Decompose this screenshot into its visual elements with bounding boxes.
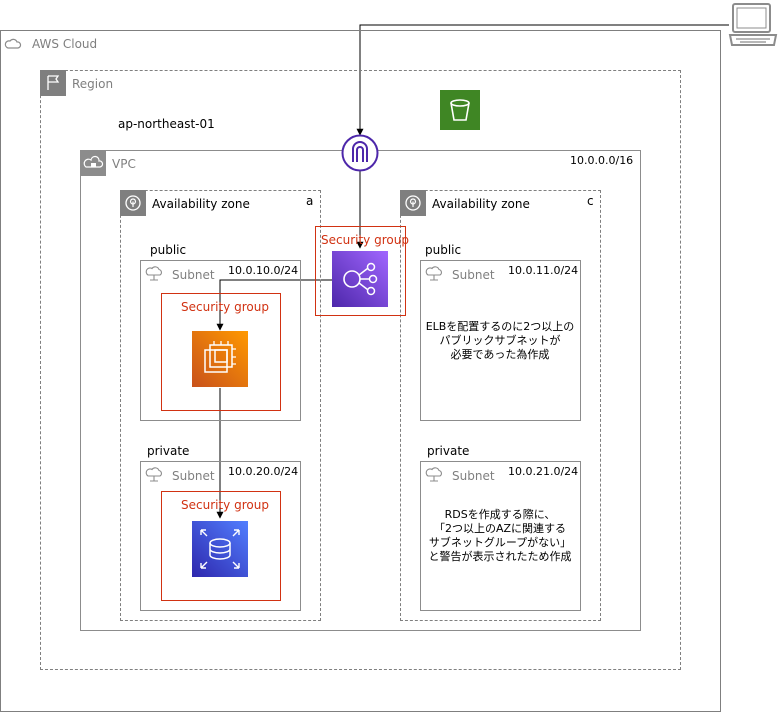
az-c-label: Availability zone: [432, 197, 530, 211]
vpc-cidr: 10.0.0.0/16: [570, 154, 634, 167]
private-a-tier-label: private: [147, 444, 190, 458]
private-c-tier-label: private: [427, 444, 470, 458]
vpc-label: VPC: [112, 157, 136, 171]
region-group: [40, 70, 681, 670]
az-a-suffix: a: [306, 194, 314, 208]
aws-cloud-label: AWS Cloud: [32, 37, 98, 51]
subnet-private-c: [420, 461, 581, 611]
vpc-lock-icon: [80, 150, 106, 176]
public-c-tier-label: public: [425, 243, 462, 257]
subnet-public-c-cidr: 10.0.11.0/24: [508, 264, 579, 277]
security-group-rds: [161, 491, 281, 601]
subnet-public-a-icon: [144, 263, 164, 283]
subnet-public-a-cidr: 10.0.10.0/24: [228, 264, 299, 277]
subnet-private-a-label: Subnet: [172, 469, 215, 483]
cloud-icon: [3, 34, 23, 54]
load-balancer-icon[interactable]: [332, 251, 388, 307]
ec2-instance-icon[interactable]: [192, 331, 248, 387]
subnet-private-c-icon: [424, 464, 444, 484]
s3-bucket-icon[interactable]: [440, 90, 480, 130]
subnet-public-c-label: Subnet: [452, 268, 495, 282]
subnet-private-a-cidr: 10.0.20.0/24: [228, 465, 299, 478]
az-c-suffix: c: [587, 194, 594, 208]
rds-database-icon[interactable]: [192, 521, 248, 577]
region-name: ap-northeast-01: [118, 117, 215, 131]
internet-gateway-icon[interactable]: [341, 134, 379, 172]
subnet-public-c: [420, 260, 581, 421]
security-group-ec2: [161, 293, 281, 411]
az-a-icon: [120, 190, 146, 216]
subnet-private-c-cidr: 10.0.21.0/24: [508, 465, 579, 478]
az-a-label: Availability zone: [152, 197, 250, 211]
public-a-tier-label: public: [150, 243, 187, 257]
security-group-rds-label: Security group: [181, 498, 269, 512]
laptop-icon[interactable]: [728, 1, 778, 51]
private-c-note-line: サブネットグループがない」: [428, 536, 572, 549]
security-group-elb-label: Security group: [321, 233, 409, 247]
public-c-note: ELBを配置するのに2つ以上の パブリックサブネットが 必要であった為作成: [410, 320, 590, 362]
subnet-private-a: [140, 461, 301, 611]
region-label: Region: [72, 77, 114, 91]
public-c-note-line: 必要であった為作成: [450, 348, 550, 361]
az-c-icon: [400, 190, 426, 216]
availability-zone-c: [400, 190, 601, 621]
elb-to-ec2-connector: [216, 279, 332, 331]
private-c-note: RDSを作成する際に、 「2つ以上のAZに関連する サブネットグループがない」 …: [410, 508, 590, 564]
security-group-ec2-label: Security group: [181, 300, 269, 314]
s3-icon-bg: [440, 90, 480, 130]
subnet-public-a-label: Subnet: [172, 268, 215, 282]
availability-zone-a: [120, 190, 321, 621]
private-c-note-line: 「2つ以上のAZに関連する: [433, 522, 567, 535]
client-to-igw-connector: [356, 24, 729, 136]
private-c-note-line: RDSを作成する際に、: [444, 508, 556, 521]
subnet-public-c-icon: [424, 263, 444, 283]
public-c-note-line: ELBを配置するのに2つ以上の: [425, 320, 575, 333]
private-c-note-line: と警告が表示されたため作成: [428, 550, 572, 563]
subnet-private-a-icon: [144, 464, 164, 484]
subnet-public-a: [140, 260, 301, 421]
public-c-note-line: パブリックサブネットが: [439, 334, 561, 347]
region-flag-icon: [40, 70, 66, 96]
security-group-elb: [315, 226, 406, 316]
subnet-private-c-label: Subnet: [452, 469, 495, 483]
